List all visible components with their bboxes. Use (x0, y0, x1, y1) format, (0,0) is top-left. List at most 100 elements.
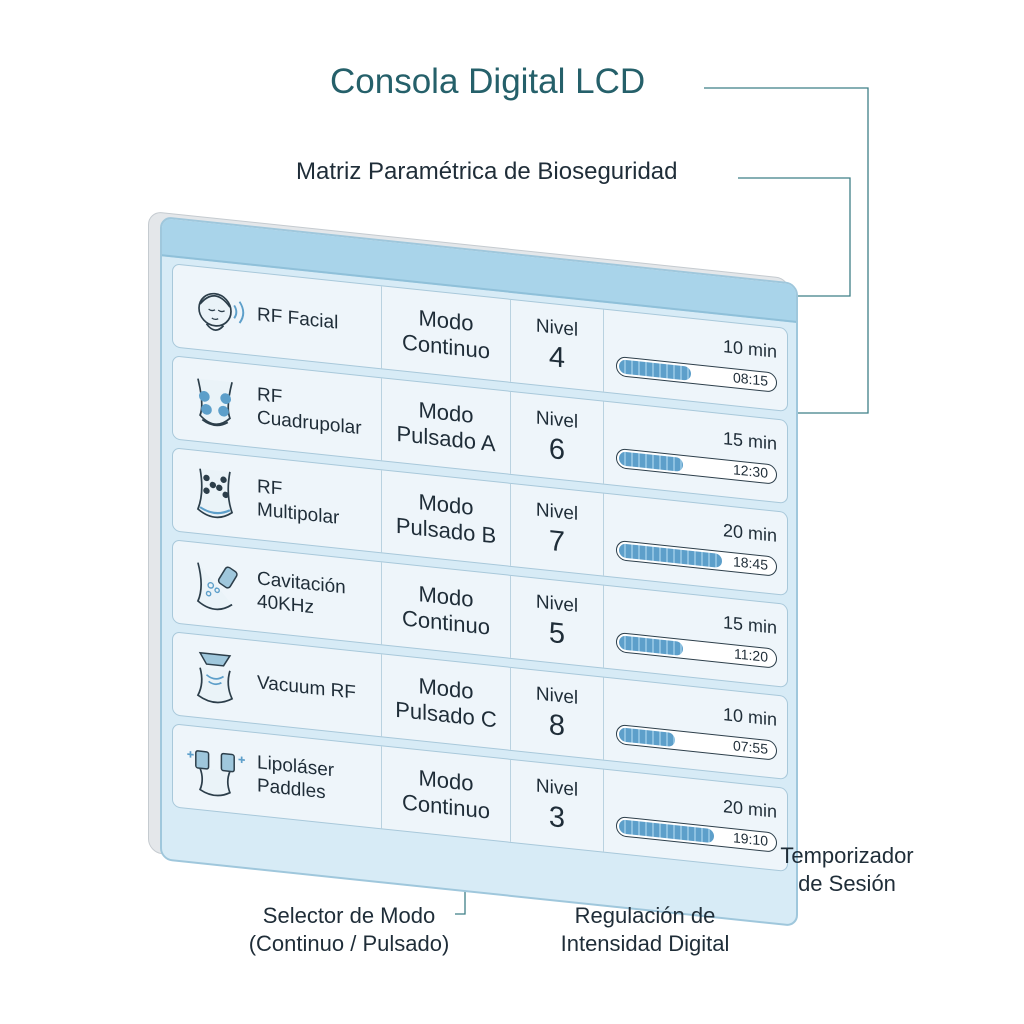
treatment-name-line: Vacuum RF (257, 671, 356, 704)
level-label: Nivel (535, 775, 579, 801)
multipolar-body-icon (183, 458, 247, 529)
timer-progress-fill (619, 359, 691, 381)
level-value: 5 (548, 616, 566, 651)
elapsed-time: 12:30 (732, 461, 768, 481)
level-value: 4 (548, 340, 566, 375)
callout-line: de Sesión (798, 871, 896, 896)
elapsed-time: 07:55 (732, 737, 768, 757)
face-rf-icon (183, 274, 247, 345)
elapsed-time: 08:15 (732, 369, 768, 389)
session-timer: 15 min 11:20 (604, 586, 787, 687)
level-label: Nivel (535, 683, 579, 709)
timer-progress-fill (619, 635, 683, 656)
level-label: Nivel (535, 315, 579, 341)
session-timer: 10 min 07:55 (604, 678, 787, 779)
vacuum-cup-icon (183, 642, 247, 713)
callout-line: Intensidad Digital (560, 931, 730, 956)
level-label: Nivel (535, 407, 579, 433)
intensity-level[interactable]: Nivel 4 (511, 299, 604, 392)
level-label: Nivel (535, 499, 579, 525)
session-timer-callout: Temporizador de Sesión (764, 842, 930, 898)
level-value: 6 (548, 432, 566, 467)
timer-progress-fill (619, 819, 715, 844)
session-duration: 20 min (722, 520, 777, 546)
timer-progress-bar: 12:30 (616, 447, 777, 485)
cavitation-probe-icon (183, 550, 247, 621)
treatment-name: Vacuum RF (257, 671, 356, 704)
session-timer: 15 min 12:30 (604, 402, 787, 503)
intensity-level[interactable]: Nivel 7 (511, 483, 604, 576)
elapsed-time: 18:45 (732, 553, 768, 573)
level-value: 7 (548, 524, 566, 559)
level-label: Nivel (535, 591, 579, 617)
timer-progress-fill (619, 451, 683, 472)
page-title: Consola Digital LCD (330, 62, 646, 101)
page-subtitle: Matriz Paramétrica de Bioseguridad (296, 158, 678, 185)
level-value: 8 (548, 708, 566, 743)
treatment-name: RF Facial (257, 303, 338, 335)
intensity-level[interactable]: Nivel 5 (511, 575, 604, 668)
intensity-level[interactable]: Nivel 6 (511, 391, 604, 484)
intensity-level[interactable]: Nivel 3 (511, 759, 604, 852)
callout-line: Temporizador (780, 843, 914, 868)
timer-progress-bar: 11:20 (616, 631, 777, 669)
level-value: 3 (548, 800, 566, 835)
treatment-name-line: RF Facial (257, 303, 339, 334)
callout-line: (Continuo / Pulsado) (248, 931, 450, 956)
session-timer: 10 min 08:15 (604, 310, 787, 411)
timer-progress-fill (619, 727, 675, 748)
timer-progress-fill (619, 543, 723, 569)
intensity-callout: Regulación de Intensidad Digital (540, 902, 750, 958)
timer-progress-bar: 19:10 (616, 815, 777, 853)
callout-line: Selector de Modo (262, 903, 436, 928)
elapsed-time: 19:10 (732, 829, 768, 849)
treatment-cell: RF Facial (173, 264, 382, 369)
elapsed-time: 11:20 (734, 645, 768, 665)
mode-selector-callout: Selector de Modo (Continuo / Pulsado) (226, 902, 472, 958)
timer-progress-bar: 07:55 (616, 723, 777, 761)
treatment-cell: Vacuum RF (173, 632, 382, 737)
session-timer: 20 min 18:45 (604, 494, 787, 595)
session-duration: 10 min (722, 704, 777, 730)
session-duration: 15 min (722, 612, 777, 638)
session-duration: 15 min (722, 428, 777, 454)
callout-line: Regulación de (574, 903, 716, 928)
session-duration: 20 min (722, 796, 777, 822)
session-duration: 10 min (722, 336, 777, 362)
quadrupolar-body-icon (183, 366, 247, 437)
session-timer: 20 min 19:10 (604, 770, 787, 871)
intensity-level[interactable]: Nivel 8 (511, 667, 604, 760)
lipolaser-paddles-icon (183, 734, 247, 805)
timer-progress-bar: 08:15 (616, 355, 777, 393)
timer-progress-bar: 18:45 (616, 539, 777, 577)
